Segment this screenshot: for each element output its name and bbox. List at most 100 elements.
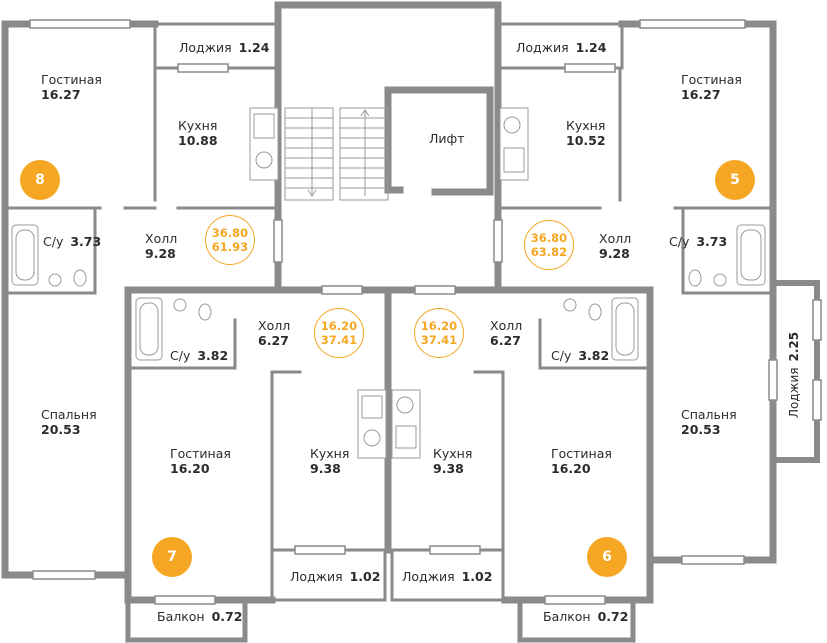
wall-loggia-a7: [270, 548, 387, 602]
room-name: Холл: [258, 318, 291, 333]
room-name: Кухня: [566, 118, 606, 133]
room-area: 3.73: [70, 234, 102, 249]
room-name: Лоджия: [787, 367, 801, 419]
room-loggia-a7: Лоджия 1.02: [290, 569, 380, 584]
room-name: С/у: [669, 234, 690, 249]
room-name: Холл: [599, 231, 632, 246]
room-area: 0.72: [211, 609, 243, 624]
total-area: 61.93: [211, 240, 249, 254]
room-area: 16.27: [41, 87, 81, 102]
room-name: Спальня: [681, 407, 737, 422]
apartment-total-a5: 36.80 63.82: [524, 220, 574, 270]
room-bath-a6: С/у 3.82: [551, 348, 609, 363]
room-area: 3.82: [197, 348, 229, 363]
room-area: 20.53: [41, 422, 81, 437]
wall-balcony-a7: [125, 597, 248, 643]
stairs: [284, 107, 389, 201]
room-name: Балкон: [543, 609, 591, 624]
total-living: 36.80: [211, 226, 249, 240]
wall-loggia-a5: [496, 22, 624, 70]
room-kitchen-a6: Кухня 9.38: [433, 446, 472, 476]
room-name: Кухня: [178, 118, 218, 133]
room-name: Холл: [145, 231, 178, 246]
room-name: Лоджия: [516, 40, 569, 55]
room-area: 10.88: [178, 133, 218, 148]
room-name: Лоджия: [402, 569, 455, 584]
lift-label: Лифт: [429, 131, 465, 146]
room-kitchen-a8: Кухня 10.88: [178, 118, 218, 148]
room-name: Лоджия: [179, 40, 232, 55]
room-area: 16.20: [170, 461, 210, 476]
room-loggia-side-a5: Лоджия 2.25: [787, 332, 801, 419]
apartment-total-a7: 16.20 37.41: [314, 308, 364, 358]
total-living: 16.20: [420, 319, 458, 333]
room-name: С/у: [43, 234, 64, 249]
room-name: Гостиная: [170, 446, 231, 461]
fixtures: [11, 107, 766, 459]
room-area: 6.27: [490, 333, 521, 348]
room-area: 16.20: [551, 461, 591, 476]
room-area: 2.25: [787, 331, 801, 362]
room-area: 1.24: [575, 40, 607, 55]
room-name: С/у: [170, 348, 191, 363]
room-living-a7: Гостиная 16.20: [170, 446, 231, 476]
apartment-total-a8: 36.80 61.93: [205, 215, 255, 265]
room-area: 0.72: [597, 609, 629, 624]
room-bedroom-a5: Спальня 20.53: [681, 407, 737, 437]
room-area: 9.28: [599, 246, 630, 261]
room-living-a6: Гостиная 16.20: [551, 446, 612, 476]
room-loggia-a8: Лоджия 1.24: [179, 40, 269, 55]
room-name: Кухня: [433, 446, 473, 461]
total-living: 16.20: [320, 319, 358, 333]
room-area: 1.02: [349, 569, 381, 584]
wall-bath-a8: [8, 206, 97, 295]
apartment-badge-5: 5: [715, 160, 755, 200]
room-area: 9.28: [145, 246, 176, 261]
room-hall-a5: Холл 9.28: [599, 231, 631, 261]
apartment-badge-8: 8: [20, 160, 60, 200]
room-area: 3.82: [578, 348, 610, 363]
room-living-a5: Гостиная 16.27: [681, 72, 742, 102]
total-area: 37.41: [320, 333, 358, 347]
wall-outer-left-bottom: [1, 296, 132, 579]
room-area: 16.27: [681, 87, 721, 102]
room-name: Лоджия: [290, 569, 343, 584]
room-bedroom-a8: Спальня 20.53: [41, 407, 97, 437]
room-name: Спальня: [41, 407, 97, 422]
wall-bath-a7: [130, 318, 237, 370]
room-name: С/у: [551, 348, 572, 363]
apartment-total-a6: 16.20 37.41: [414, 308, 464, 358]
room-area: 1.24: [238, 40, 270, 55]
room-name: Гостиная: [551, 446, 612, 461]
room-balcony-a6: Балкон 0.72: [543, 609, 628, 624]
room-name: Гостиная: [41, 72, 102, 87]
room-name: Балкон: [157, 609, 205, 624]
room-bath-a8: С/у 3.73: [43, 234, 101, 249]
wall-lift: [384, 86, 494, 196]
room-name: Кухня: [310, 446, 350, 461]
total-living: 36.80: [530, 231, 568, 245]
apartment-badge-6: 6: [587, 537, 627, 577]
wall-bath-a5: [681, 206, 772, 295]
room-name: Холл: [490, 318, 523, 333]
room-area: 1.02: [461, 569, 493, 584]
wall-loggia-side: [770, 280, 820, 463]
room-kitchen-a7: Кухня 9.38: [310, 446, 349, 476]
room-name: Гостиная: [681, 72, 742, 87]
room-loggia-a5: Лоджия 1.24: [516, 40, 606, 55]
total-area: 63.82: [530, 245, 568, 259]
room-living-a8: Гостиная 16.27: [41, 72, 102, 102]
room-area: 9.38: [433, 461, 464, 476]
apartment-badge-7: 7: [152, 537, 192, 577]
total-area: 37.41: [420, 333, 458, 347]
windows: [29, 19, 822, 605]
wall-bath-a6: [538, 318, 647, 370]
room-area: 9.38: [310, 461, 341, 476]
room-area: 6.27: [258, 333, 289, 348]
room-kitchen-a5: Кухня 10.52: [566, 118, 606, 148]
room-area: 20.53: [681, 422, 721, 437]
room-bath-a7: С/у 3.82: [170, 348, 228, 363]
